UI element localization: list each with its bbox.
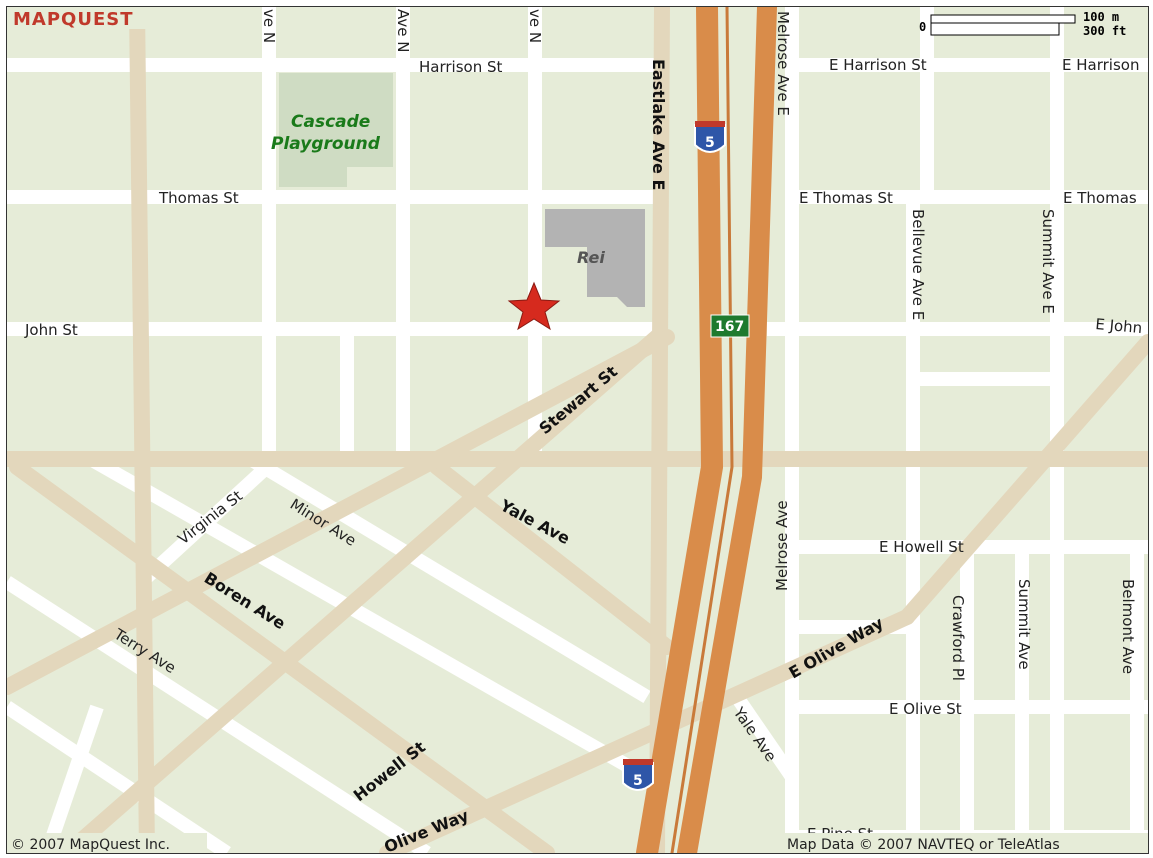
label-bellevue: Bellevue Ave E [909,209,927,320]
logo-background [7,7,165,29]
credit-background [783,833,1148,853]
label-e-harrison-1: E Harrison St [829,56,927,74]
scale-imperial: 300 ft [1083,24,1126,38]
label-eastlake: Eastlake Ave E [649,59,668,190]
star-icon[interactable] [507,281,561,331]
scale-metric: 100 m [1083,10,1119,24]
label-ave-n-3: ve N [526,9,544,43]
sr167-text: 167 [715,319,744,335]
label-e-thomas-1: E Thomas St [799,189,893,207]
rei-building [545,209,645,307]
i5-shield-bottom: 5 [622,759,654,791]
label-summit-bottom: Summit Ave [1015,579,1033,670]
park-label-line2: Playground [271,134,381,154]
data-credit-text: Map Data © 2007 NAVTEQ or TeleAtlas [787,837,1060,853]
label-e-thomas-2: E Thomas [1063,189,1137,207]
label-ave-n-1: ve N [260,9,278,43]
label-harrison: Harrison St [419,58,502,76]
scale-zero: 0 [919,20,926,34]
i5-top-text: 5 [705,135,715,151]
i5-shield-top: 5 [694,121,726,153]
label-melrose-bottom: Melrose Ave [773,500,791,591]
label-ave-n-2: Ave N [394,9,412,52]
arterial-roads [7,7,1148,853]
i5-bottom-text: 5 [633,773,643,789]
label-melrose-top: Melrose Ave E [774,11,792,116]
land-area [7,7,1148,853]
cascade-playground-area [279,73,393,187]
copyright-text: © 2007 MapQuest Inc. [11,837,170,853]
park-label-line1: Cascade [291,112,370,132]
scale-bar: 0 100 m 300 ft [919,10,1126,38]
label-e-harrison-2: E Harrison [1062,56,1139,74]
interstate-5 [636,7,777,853]
mapquest-logo: MAPQUEST [13,9,134,30]
label-crawford: Crawford Pl [949,595,967,681]
label-belmont: Belmont Ave [1119,579,1137,674]
sr167-shield: 167 [710,314,750,338]
label-e-john: E John [1095,315,1143,337]
label-thomas: Thomas St [158,189,239,207]
label-john: John St [24,321,78,339]
copyright-background [7,833,207,853]
map-view[interactable]: ve N Ave N ve N Harrison St E Harrison S… [6,6,1149,854]
label-summit-top: Summit Ave E [1039,209,1057,314]
map-canvas[interactable]: ve N Ave N ve N Harrison St E Harrison S… [7,7,1148,853]
rei-label: Rei [577,248,605,267]
label-e-olive-st: E Olive St [889,700,962,718]
label-e-howell: E Howell St [879,538,964,556]
